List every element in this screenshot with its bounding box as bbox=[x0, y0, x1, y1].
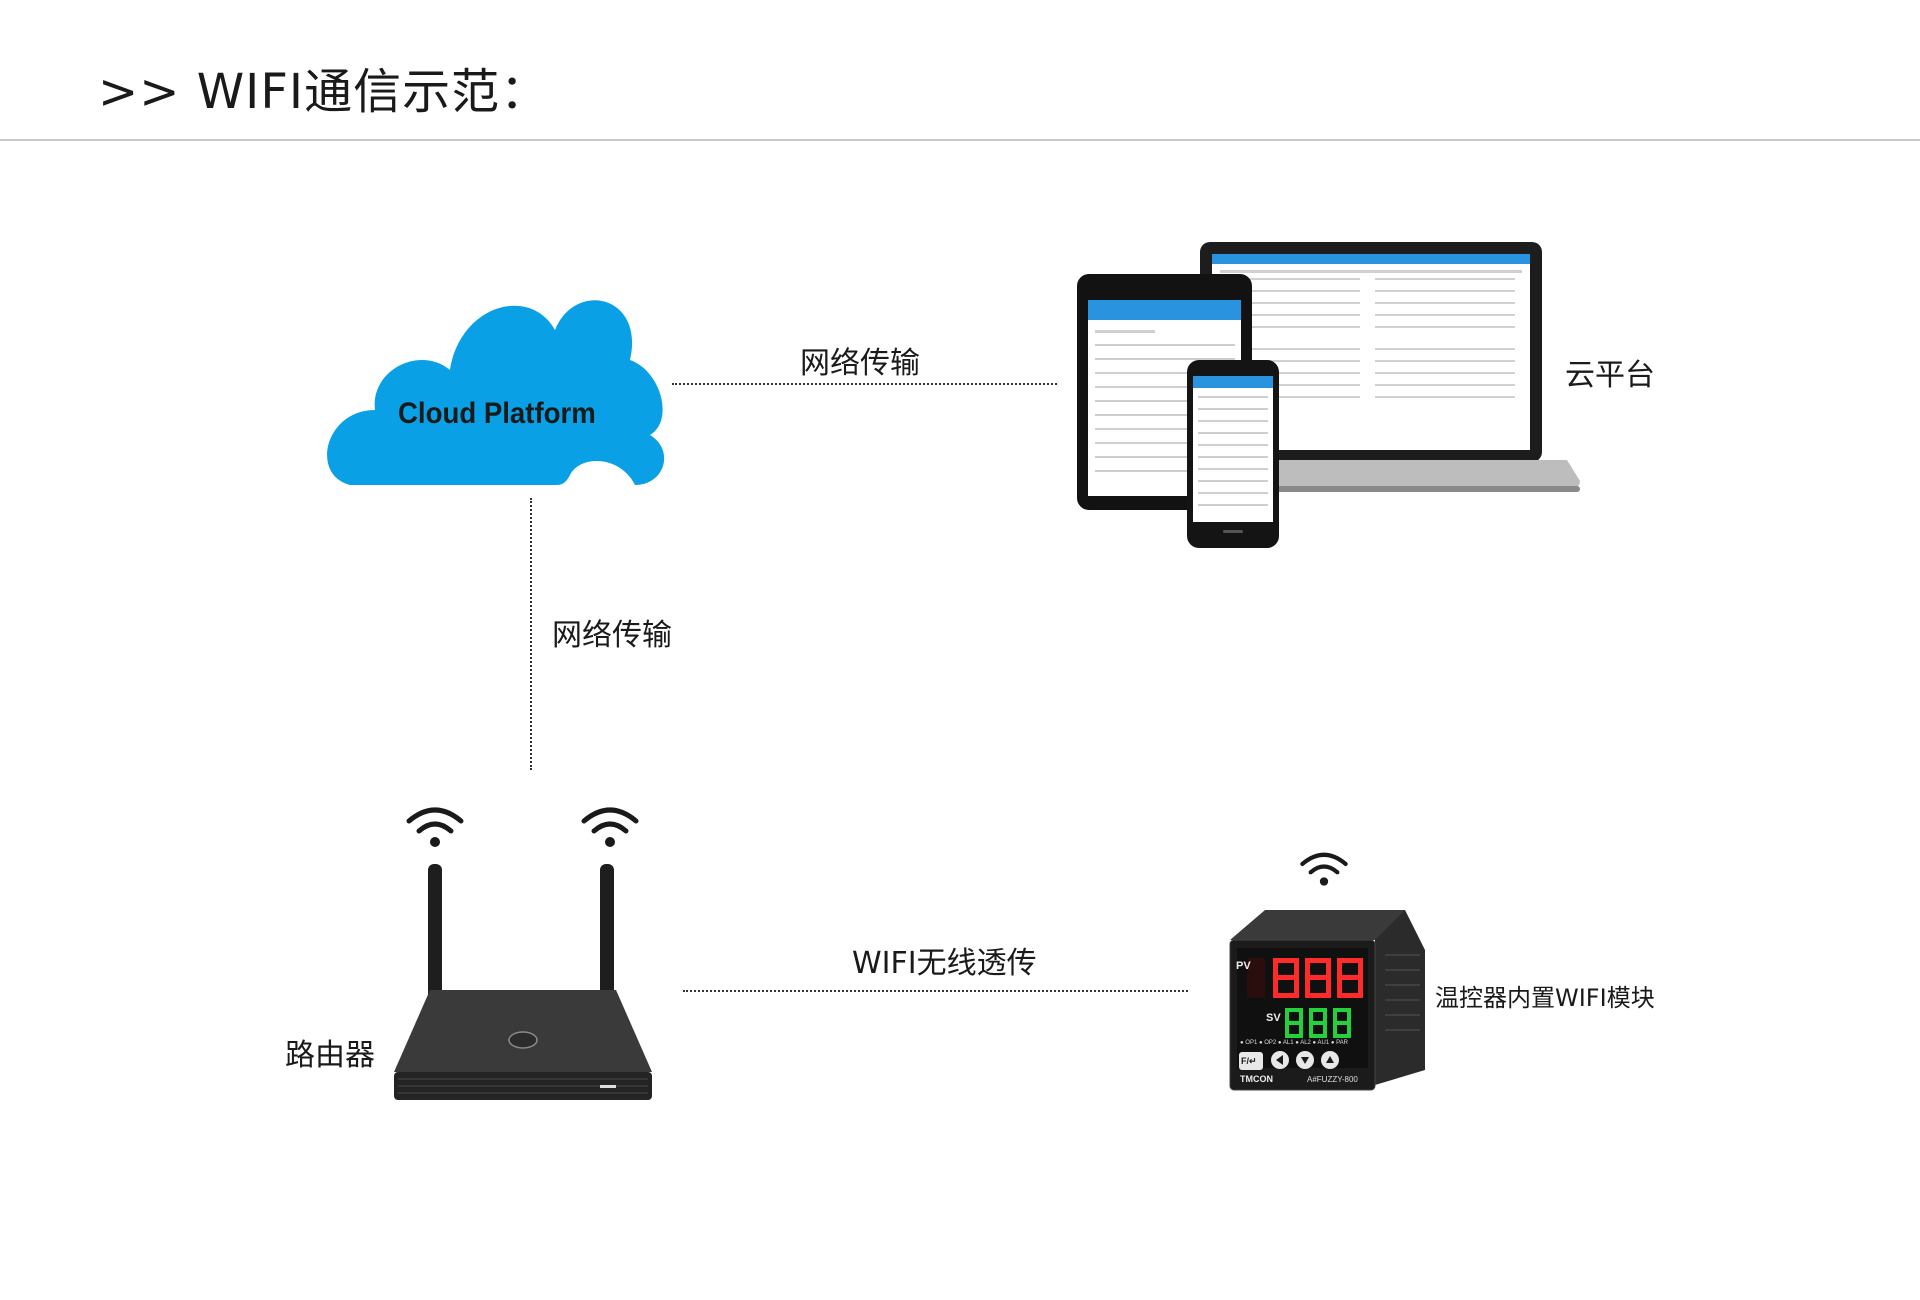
link-cloud-router-label: 网络传输 bbox=[552, 618, 672, 653]
link-cloud-platform-label: 网络传输 bbox=[800, 346, 920, 381]
link-router-controller bbox=[683, 990, 1188, 992]
header-divider bbox=[0, 139, 1920, 141]
temperature-controller-illustration bbox=[1229, 910, 1425, 1091]
controller-brand: TMCON bbox=[1240, 1074, 1273, 1084]
controller-wifi-icon bbox=[1300, 852, 1348, 886]
controller-pv-tag: PV bbox=[1236, 960, 1251, 972]
controller-key-label: F/↵ bbox=[1241, 1056, 1257, 1066]
cloud-icon bbox=[327, 300, 665, 485]
router-label: 路由器 bbox=[285, 1038, 375, 1073]
link-cloud-platform bbox=[672, 383, 1057, 385]
platform-devices-illustration bbox=[1077, 242, 1580, 548]
controller-indicators: ● OP1 ● OP2 ● AL1 ● AL2 ● AU1 ● PAR bbox=[1240, 1040, 1349, 1046]
controller-model: A#FUZZY-800 bbox=[1307, 1075, 1358, 1084]
link-router-controller-label: WIFI无线透传 bbox=[852, 946, 1037, 981]
cloud-label: Cloud Platform bbox=[398, 397, 596, 430]
page-title: >> WIFI通信示范： bbox=[98, 64, 550, 120]
router-illustration bbox=[394, 864, 652, 1100]
platform-label: 云平台 bbox=[1565, 358, 1655, 393]
controller-sv-tag: SV bbox=[1266, 1012, 1281, 1024]
router-wifi-icon-right bbox=[581, 807, 639, 847]
link-cloud-router bbox=[530, 498, 532, 770]
controller-label: 温控器内置WIFI模块 bbox=[1435, 984, 1655, 1012]
router-wifi-icon-left bbox=[406, 807, 464, 847]
